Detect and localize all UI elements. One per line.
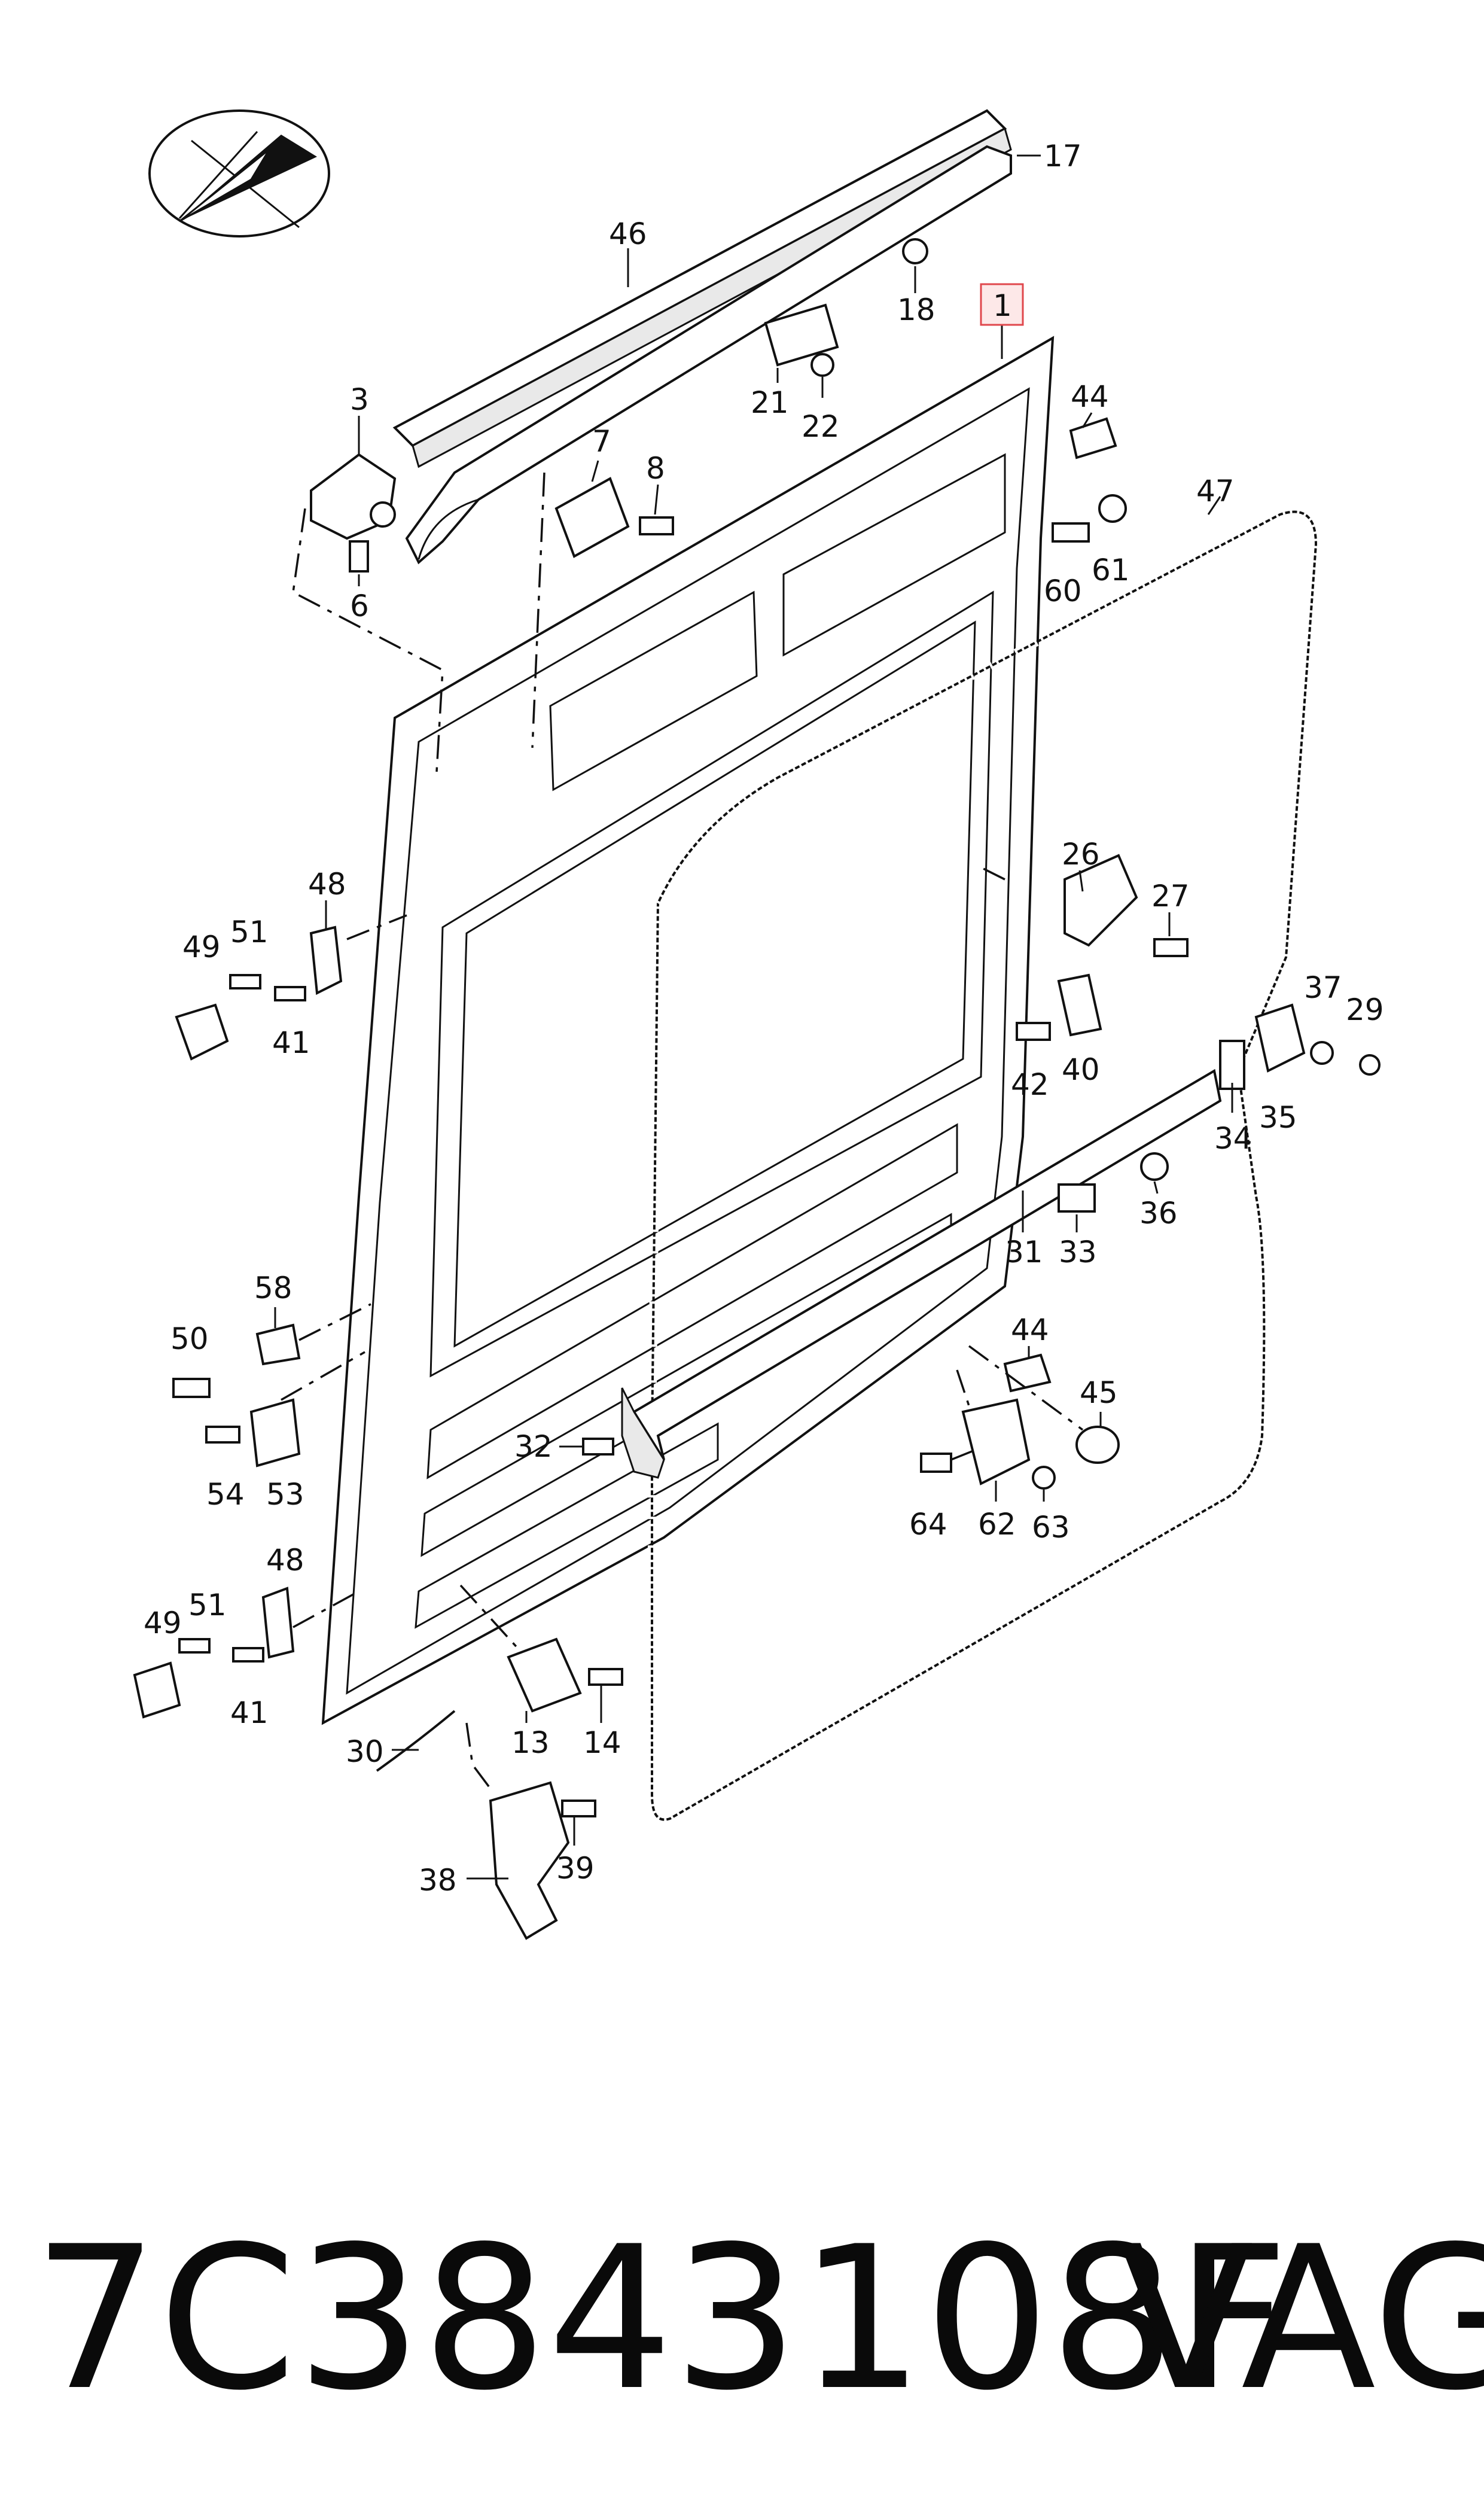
- hardware-parts: [133, 238, 1381, 1940]
- callout-61: 61: [1092, 553, 1130, 587]
- callout-48-lower: 48: [266, 1543, 304, 1578]
- callout-36: 36: [1139, 1196, 1178, 1231]
- callout-27: 27: [1151, 879, 1190, 914]
- callout-30: 30: [346, 1734, 384, 1769]
- callout-29: 29: [1346, 992, 1384, 1027]
- brand-name: VAG: [1119, 2204, 1484, 2434]
- assembly-lines: [281, 472, 1084, 1790]
- callout-6: 6: [350, 589, 369, 623]
- callout-31: 31: [1005, 1235, 1043, 1269]
- callout-1: 1: [993, 288, 1012, 323]
- callout-32: 32: [514, 1429, 553, 1464]
- callout-60: 60: [1044, 574, 1082, 608]
- callout-49-lower: 49: [144, 1606, 182, 1640]
- callout-54: 54: [206, 1477, 245, 1512]
- compass-logo-icon: [148, 109, 330, 238]
- callout-42: 42: [1011, 1067, 1049, 1102]
- sliding-door-panel: [321, 336, 1055, 1725]
- part-number: 7C3843108F: [33, 2204, 1289, 2434]
- callout-17: 17: [1044, 139, 1082, 173]
- callout-33: 33: [1059, 1235, 1097, 1269]
- roof-rail-part: [392, 109, 1012, 468]
- callout-35: 35: [1259, 1100, 1297, 1135]
- callout-18: 18: [897, 293, 936, 327]
- callout-44-lower: 44: [1011, 1313, 1049, 1347]
- callout-41-lower: 41: [230, 1695, 269, 1730]
- callout-48-upper: 48: [308, 867, 346, 902]
- callout-51-lower: 51: [188, 1588, 227, 1622]
- callout-22: 22: [802, 409, 840, 444]
- callout-49-upper: 49: [182, 930, 221, 964]
- callout-37: 37: [1304, 970, 1342, 1005]
- leader-lines: [274, 154, 1233, 1880]
- upper-guide-rail-part: [405, 145, 1012, 565]
- callout-46: 46: [609, 217, 647, 251]
- callout-38: 38: [419, 1863, 457, 1898]
- callout-40: 40: [1062, 1052, 1100, 1087]
- center-rail-part: [621, 1068, 1222, 1479]
- callout-39: 39: [556, 1851, 595, 1886]
- callout-3: 3: [350, 382, 369, 417]
- callout-44-upper: 44: [1071, 379, 1109, 414]
- callout-34: 34: [1214, 1121, 1253, 1156]
- callout-13: 13: [511, 1725, 550, 1760]
- callout-64: 64: [909, 1507, 947, 1542]
- callout-51-upper: 51: [230, 915, 269, 949]
- callout-47: 47: [1196, 474, 1235, 509]
- callout-63: 63: [1032, 1510, 1070, 1545]
- callout-8: 8: [646, 451, 665, 486]
- callout-7: 7: [592, 424, 611, 459]
- callout-labels: 17 46 18 1 3 21 22 44 7 8 47 60 61 6 26 …: [144, 139, 1384, 1898]
- callout-41-upper: 41: [272, 1025, 310, 1060]
- callout-21: 21: [751, 385, 789, 420]
- callout-53: 53: [266, 1477, 304, 1512]
- callout-62: 62: [978, 1507, 1016, 1542]
- callout-26: 26: [1062, 837, 1100, 872]
- callout-1-highlight: [980, 283, 1024, 326]
- callout-45: 45: [1080, 1375, 1118, 1410]
- callout-50: 50: [170, 1322, 209, 1356]
- callout-14: 14: [583, 1725, 621, 1760]
- callout-58: 58: [254, 1271, 292, 1305]
